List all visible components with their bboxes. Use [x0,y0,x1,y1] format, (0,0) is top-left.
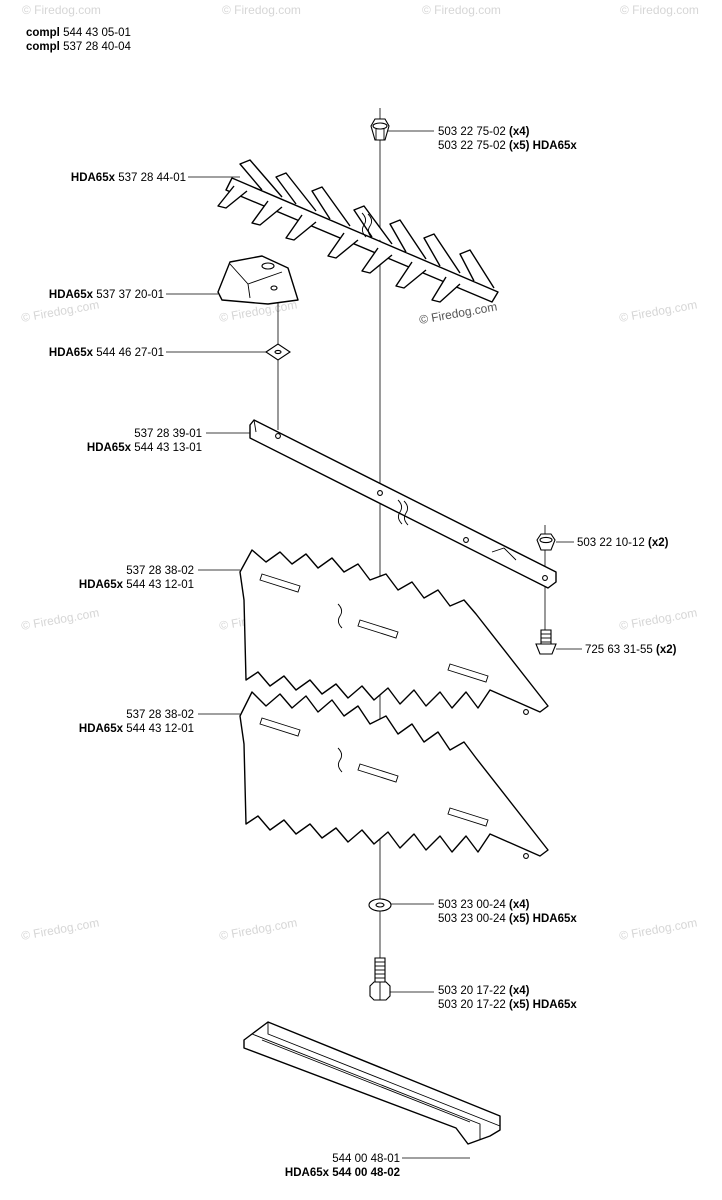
part-number: 503 22 75-02 [438,126,506,138]
bar-drawing [249,419,557,589]
blade-2-drawing [239,691,549,859]
callout-guard-line-2: HDA65x 544 00 48-02 [285,1167,400,1179]
callout-upper-blade: HDA65x 537 28 44-01 [71,172,186,184]
model-tag: HDA65x [49,289,94,301]
guard-drawing [243,1021,501,1145]
callout-blade-1: 537 28 38-02 HDA65x 544 43 12-01 [79,565,194,591]
quantity: (x2) [648,537,669,549]
quantity: (x5) [509,913,530,925]
quantity: (x4) [509,985,530,997]
watermark-inline: © Firedog.com [418,299,498,326]
model-tag: HDA65x [49,347,94,359]
header-part-number: 544 43 05-01 [63,27,131,39]
callout-blade-2-line-1: 537 28 38-02 [126,709,194,721]
model-tag: HDA65x [533,913,578,925]
part-number: 537 37 20-01 [96,289,164,301]
bolt-drawing [369,957,391,1001]
watermark: © Firedog.com [218,915,298,942]
lock-nut-drawing [536,533,556,551]
quantity: (x5) [509,140,530,152]
part-number: 544 43 13-01 [134,442,202,454]
watermark: © Firedog.com [20,915,100,942]
callout-guard-line-1: 544 00 48-01 [332,1153,400,1165]
callout-bolt: 503 20 17-22 (x4) 503 20 17-22 (x5) HDA6… [438,985,577,1011]
callout-bar: 537 28 39-01 HDA65x 544 43 13-01 [87,428,202,454]
callout-blade-2-line-2: HDA65x 544 43 12-01 [79,723,194,735]
part-number: 544 43 12-01 [126,579,194,591]
callout-guard: 544 00 48-01 HDA65x 544 00 48-02 [285,1153,400,1179]
screw-drawing [535,629,557,655]
part-number: 503 22 75-02 [438,140,506,152]
callout-guide-plate: HDA65x 537 37 20-01 [49,289,164,301]
watermark: © Firedog.com [618,605,698,632]
part-number: 544 43 12-01 [126,723,194,735]
watermark: © Firedog.com [20,605,100,632]
callout-bolt-line-2: 503 20 17-22 (x5) HDA65x [438,999,577,1011]
header-line-2: compl 537 28 40-04 [26,41,131,53]
quantity: (x5) [509,999,530,1011]
callout-bar-line-1: 537 28 39-01 [134,428,202,440]
callout-lock-nut: 503 22 10-12 (x2) [577,537,669,549]
callout-nut-top-line-2: 503 22 75-02 (x5) HDA65x [438,140,577,152]
model-tag: HDA65x [87,442,132,454]
header-line-1: compl 544 43 05-01 [26,27,131,39]
callout-bar-line-2: HDA65x 544 43 13-01 [87,442,202,454]
part-number: 503 22 10-12 [577,537,645,549]
blade-1-drawing [239,549,549,715]
model-tag: HDA65x [533,140,578,152]
callout-blade-1-line-2: HDA65x 544 43 12-01 [79,579,194,591]
header-part-number: 537 28 40-04 [63,41,131,53]
guide-plate-drawing [217,255,299,305]
part-number: 503 20 17-22 [438,999,506,1011]
model-tag: HDA65x [533,999,578,1011]
watermark: © Firedog.com [22,3,101,17]
model-tag: HDA65x [79,723,124,735]
callout-blade-2: 537 28 38-02 HDA65x 544 43 12-01 [79,709,194,735]
part-number: 503 20 17-22 [438,985,506,997]
callout-nut-top-line-1: 503 22 75-02 (x4) [438,126,530,138]
model-tag: HDA65x [71,172,116,184]
header-prefix: compl [26,41,60,53]
callout-washer-small: HDA65x 544 46 27-01 [49,347,164,359]
part-number: 544 46 27-01 [96,347,164,359]
part-number: 503 23 00-24 [438,899,506,911]
washer-small-drawing [265,343,291,361]
quantity: (x4) [509,126,530,138]
callout-washer-bottom-line-2: 503 23 00-24 (x5) HDA65x [438,913,577,925]
callout-screw: 725 63 31-55 (x2) [585,644,677,656]
header-prefix: compl [26,27,60,39]
washer-bottom-drawing [368,898,392,912]
watermark: © Firedog.com [222,3,301,17]
watermark: © Firedog.com [618,297,698,324]
callout-washer-bottom: 503 23 00-24 (x4) 503 23 00-24 (x5) HDA6… [438,899,577,925]
callout-blade-1-line-1: 537 28 38-02 [126,565,194,577]
upper-blade-drawing [217,159,499,303]
callout-nut-top: 503 22 75-02 (x4) 503 22 75-02 (x5) HDA6… [438,126,577,152]
watermark: © Firedog.com [422,3,501,17]
watermark: © Firedog.com [20,297,100,324]
callout-washer-bottom-line-1: 503 23 00-24 (x4) [438,899,530,911]
part-number: 725 63 31-55 [585,644,653,656]
callout-bolt-line-1: 503 20 17-22 (x4) [438,985,530,997]
quantity: (x2) [656,644,677,656]
model-tag: HDA65x [79,579,124,591]
part-number: 537 28 44-01 [118,172,186,184]
watermark: © Firedog.com [618,915,698,942]
header-part-list: compl 544 43 05-01 compl 537 28 40-04 [26,27,131,53]
part-number: 503 23 00-24 [438,913,506,925]
leader-lines [166,130,582,1159]
watermark: © Firedog.com [620,3,699,17]
quantity: (x4) [509,899,530,911]
nut-top-drawing [370,118,390,141]
